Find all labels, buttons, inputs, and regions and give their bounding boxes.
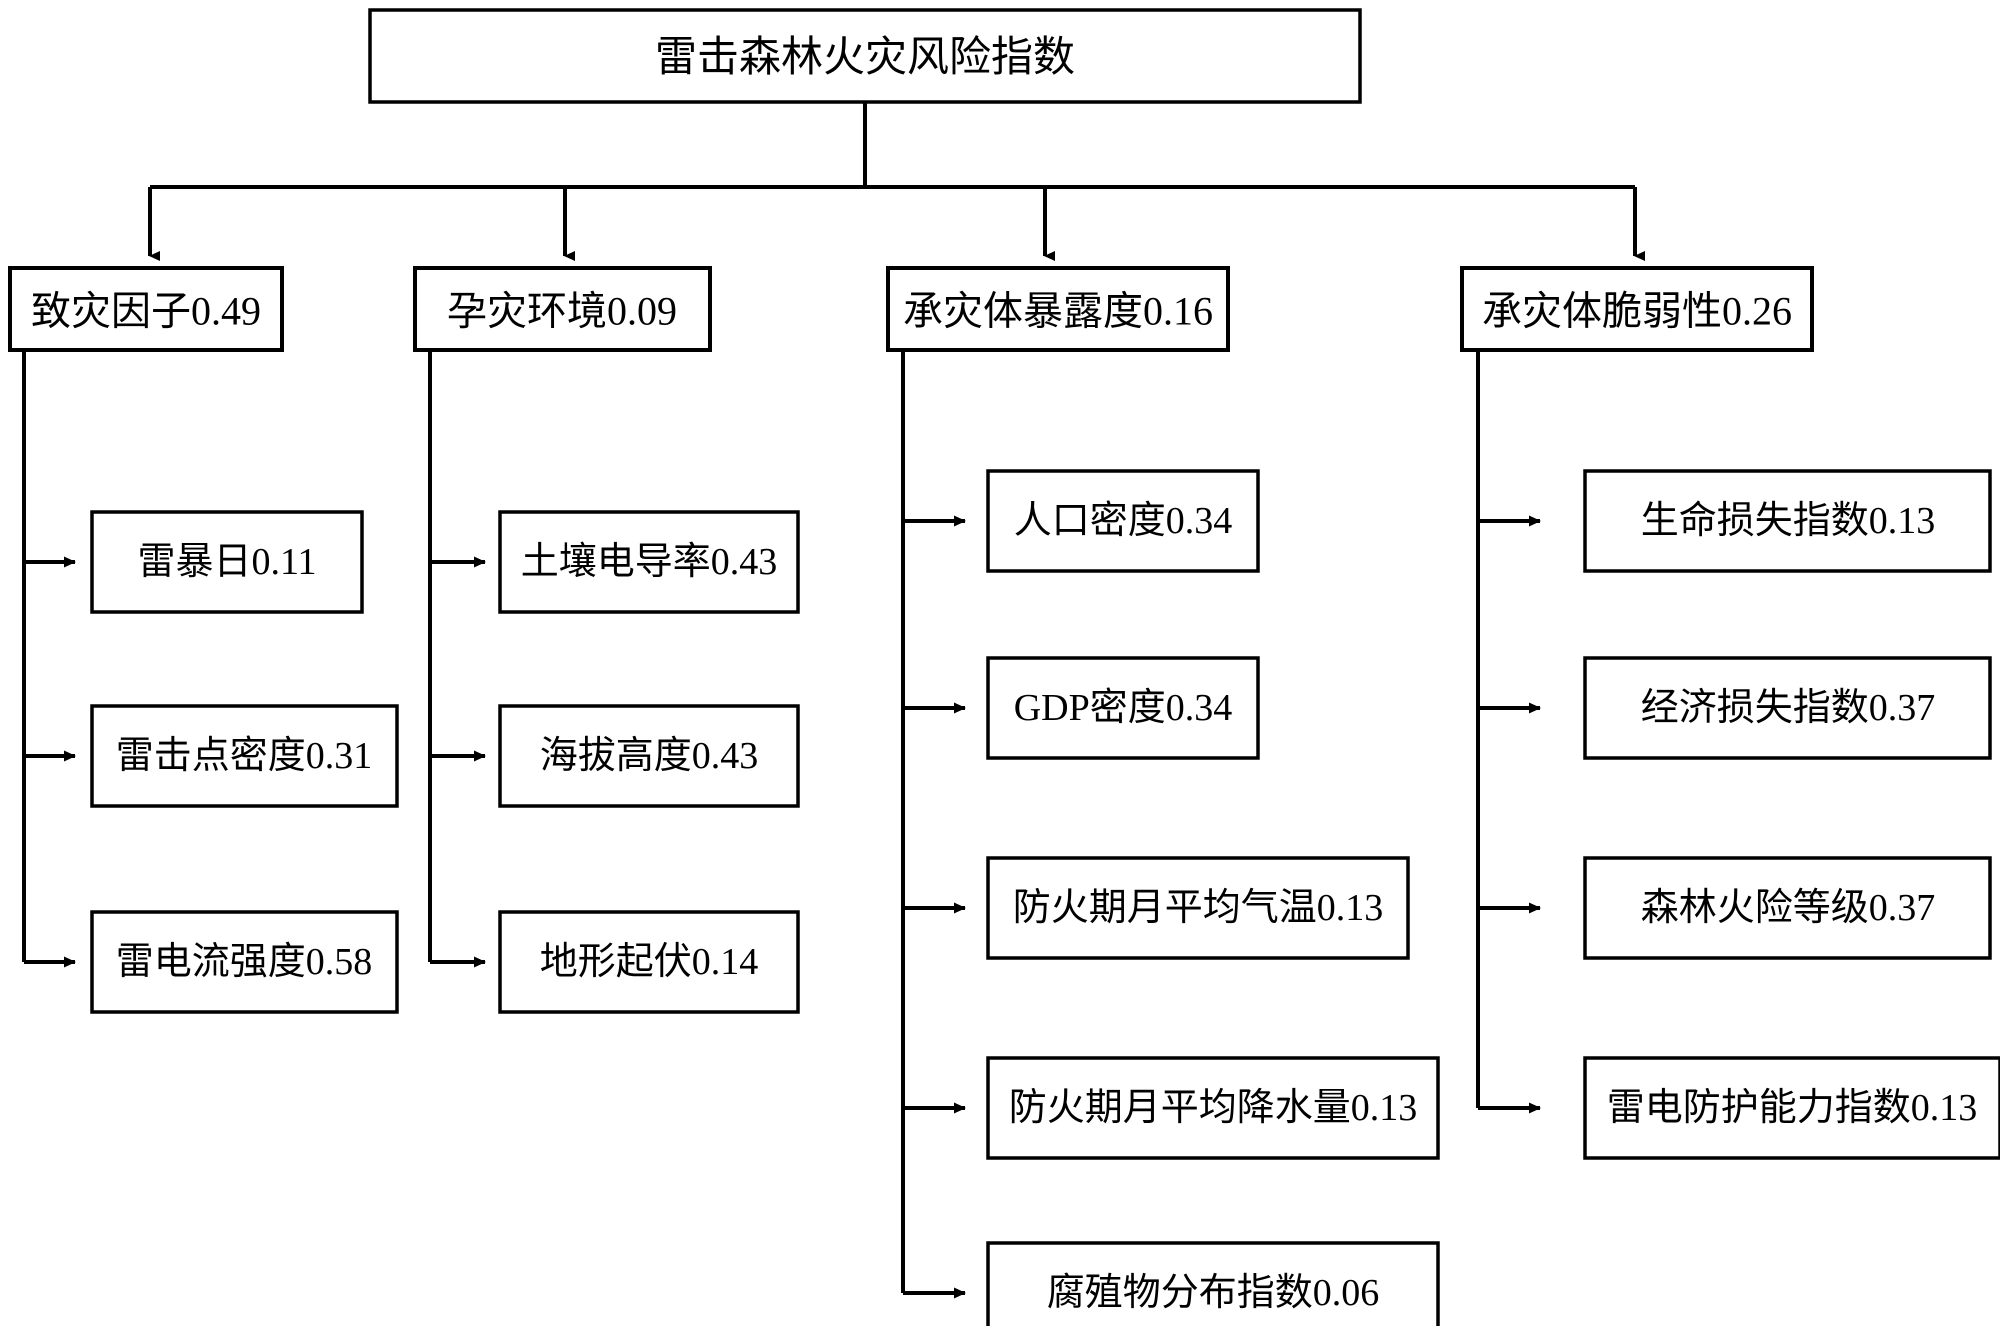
leaf-box-c2-3[interactable]: [498, 910, 800, 1014]
leaf-node-forest-fire-danger-rating[interactable]: 森林火险等级0.37: [1583, 856, 1992, 960]
root-node[interactable]: 雷击森林火灾风险指数: [368, 8, 1362, 104]
column-4-connectors: [1476, 350, 1541, 1114]
leaf-label-c3-5: 腐殖物分布指数0.06: [1047, 1272, 1380, 1314]
leaf-label-c3-2: GDP密度0.34: [1014, 687, 1233, 729]
leaf-box-c3-5[interactable]: [986, 1241, 1440, 1326]
leaf-label-c3-3: 防火期月平均气温0.13: [1013, 887, 1384, 929]
column-2-connectors: [428, 350, 486, 968]
leaf-label-c2-1: 土壤电导率0.43: [521, 541, 778, 583]
leaf-box-c4-1[interactable]: [1583, 469, 1992, 573]
root-to-branch-connectors: [148, 102, 1645, 261]
leaf-node-lightning-strike-density[interactable]: 雷击点密度0.31: [90, 704, 399, 808]
branch-node-hazard-factor[interactable]: 致灾因子0.49: [8, 266, 284, 352]
leaf-node-gdp-density[interactable]: GDP密度0.34: [986, 656, 1260, 760]
column-1-connectors: [22, 350, 76, 968]
branch-label-4: 承灾体脆弱性0.26: [1482, 289, 1792, 334]
leaf-box-c3-2[interactable]: [986, 656, 1260, 760]
branch-node-exposure[interactable]: 承灾体暴露度0.16: [886, 266, 1230, 352]
leaf-label-c3-1: 人口密度0.34: [1014, 500, 1233, 542]
leaf-label-c1-3: 雷电流强度0.58: [116, 941, 373, 983]
leaf-node-population-density[interactable]: 人口密度0.34: [986, 469, 1260, 573]
leaf-label-c1-1: 雷暴日0.11: [137, 541, 316, 583]
leaf-node-fire-season-mean-precipitation[interactable]: 防火期月平均降水量0.13: [986, 1056, 1440, 1160]
leaf-box-c4-4[interactable]: [1583, 1056, 2000, 1160]
branch-node-disaster-breeding-environment[interactable]: 孕灾环境0.09: [413, 266, 712, 352]
leaf-box-c1-3[interactable]: [90, 910, 399, 1014]
leaf-box-c2-1[interactable]: [498, 510, 800, 614]
leaf-label-c4-3: 森林火险等级0.37: [1641, 887, 1936, 929]
leaf-box-c1-1[interactable]: [90, 510, 364, 614]
root-node-label: 雷击森林火灾风险指数: [655, 34, 1075, 81]
leaf-node-economic-loss-index[interactable]: 经济损失指数0.37: [1583, 656, 1992, 760]
leaf-node-elevation[interactable]: 海拔高度0.43: [498, 704, 800, 808]
branch-box-3[interactable]: [886, 266, 1230, 352]
leaf-node-humus-distribution-index[interactable]: 腐殖物分布指数0.06: [986, 1241, 1440, 1326]
leaf-node-terrain-relief[interactable]: 地形起伏0.14: [498, 910, 800, 1014]
branch-box-4[interactable]: [1460, 266, 1814, 352]
leaf-box-c1-2[interactable]: [90, 704, 399, 808]
leaf-node-thunderstorm-days[interactable]: 雷暴日0.11: [90, 510, 364, 614]
leaf-label-c3-4: 防火期月平均降水量0.13: [1009, 1087, 1418, 1129]
leaf-label-c4-4: 雷电防护能力指数0.13: [1607, 1087, 1978, 1129]
leaf-node-soil-conductivity[interactable]: 土壤电导率0.43: [498, 510, 800, 614]
leaf-label-c1-2: 雷击点密度0.31: [116, 735, 373, 777]
branch-label-3: 承灾体暴露度0.16: [903, 289, 1213, 334]
leaf-label-c2-3: 地形起伏0.14: [540, 941, 759, 983]
leaf-node-life-loss-index[interactable]: 生命损失指数0.13: [1583, 469, 1992, 573]
branch-box-1[interactable]: [8, 266, 284, 352]
branch-box-2[interactable]: [413, 266, 712, 352]
root-node-box[interactable]: [368, 8, 1362, 104]
leaf-box-c3-3[interactable]: [986, 856, 1410, 960]
branch-label-2: 孕灾环境0.09: [447, 289, 677, 334]
leaf-node-lightning-current-intensity[interactable]: 雷电流强度0.58: [90, 910, 399, 1014]
leaf-label-c4-2: 经济损失指数0.37: [1641, 687, 1936, 729]
leaf-label-c2-2: 海拔高度0.43: [540, 735, 759, 777]
leaf-node-lightning-protection-capability-index[interactable]: 雷电防护能力指数0.13: [1583, 1056, 2000, 1160]
branch-label-1: 致灾因子0.49: [31, 289, 261, 334]
leaf-node-fire-season-mean-temperature[interactable]: 防火期月平均气温0.13: [986, 856, 1410, 960]
leaf-box-c3-1[interactable]: [986, 469, 1260, 573]
column-3-connectors: [901, 350, 966, 1299]
leaf-box-c4-3[interactable]: [1583, 856, 1992, 960]
leaf-box-c3-4[interactable]: [986, 1056, 1440, 1160]
branch-node-vulnerability[interactable]: 承灾体脆弱性0.26: [1460, 266, 1814, 352]
leaf-box-c2-2[interactable]: [498, 704, 800, 808]
leaf-label-c4-1: 生命损失指数0.13: [1641, 500, 1936, 542]
leaf-box-c4-2[interactable]: [1583, 656, 1992, 760]
